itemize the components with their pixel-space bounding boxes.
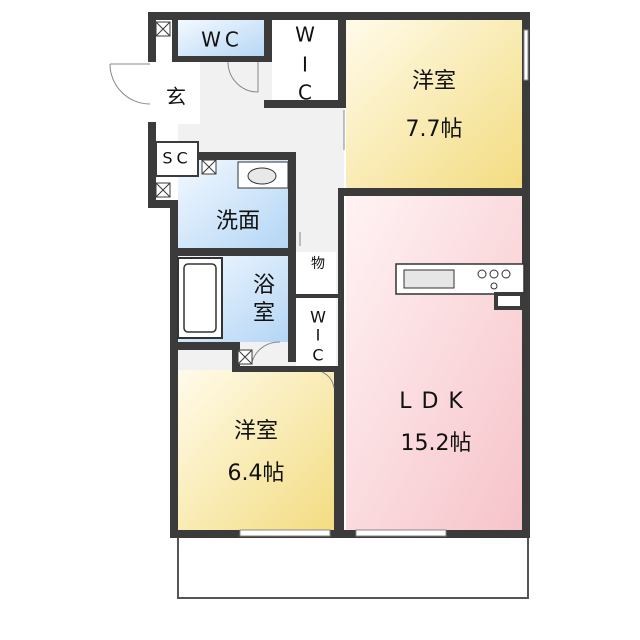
wic-top-label-i: I [302,53,308,77]
shoe-storage [155,141,199,177]
sink-icon [237,161,289,189]
pipe-shafts [155,21,253,365]
bath-label-1: 浴 [253,273,275,298]
storage-room [296,252,336,294]
genkan-label: 玄 [166,85,186,109]
wic-mid-label-w: W [310,308,326,327]
ldk-name: LDK [399,389,473,414]
inner-walls [172,12,526,534]
bedroom-top-name: 洋室 [412,69,456,94]
doors [109,61,345,389]
bedroom-bottom-name: 洋室 [234,419,278,444]
wic-mid-label-c: C [312,346,323,365]
wic-top-room [272,20,342,104]
bath-label-2: 室 [253,301,275,326]
wc-label: WC [201,28,243,52]
kitchen-counter [395,263,525,295]
bedroom-bottom-size: 6.4帖 [228,461,285,486]
bathtub-icon [177,257,223,339]
bedroom-top-size: 7.7帖 [406,117,463,142]
ldk-size: 15.2帖 [401,431,472,456]
bedroom-top [346,20,524,188]
wic-top-label-c: C [298,81,312,105]
wic-top-label-w: W [295,23,315,47]
wic-mid-label-i: I [316,326,321,345]
sc-label: SC [162,149,191,168]
balcony [177,532,529,599]
pillar-inner [498,296,520,306]
wc-room [178,20,266,60]
genkan-floor [150,62,200,124]
windows [239,29,529,537]
wic-mid-room [296,296,336,370]
senmen-label: 洗面 [216,209,260,234]
ldk-room [346,196,524,531]
bedroom-bottom [178,370,336,531]
stove-icon [477,269,511,290]
mono-label: 物 [311,256,325,272]
